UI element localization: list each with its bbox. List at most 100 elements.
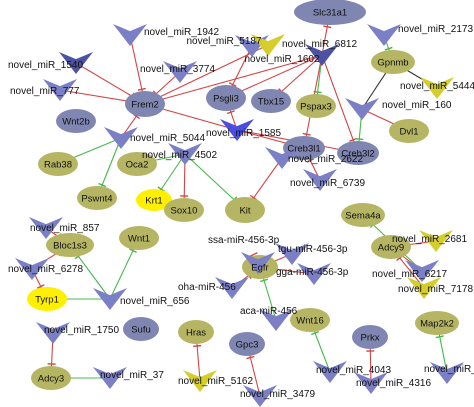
edge-cap-m5187-Psgli3	[228, 82, 237, 87]
mirna-node-m6278[interactable]	[15, 258, 49, 280]
mirna-node-m2173[interactable]	[367, 24, 401, 46]
gene-node-Slc31a1[interactable]	[294, 0, 366, 25]
gene-label-Adcy3: Adcy3	[38, 374, 64, 385]
mirna-label-m2622: novel_miR_2622	[288, 154, 363, 165]
gene-label-Oca2: Oca2	[126, 160, 149, 171]
mirna-node-m5886[interactable]	[430, 362, 464, 384]
gene-node-Psgli3[interactable]	[206, 85, 246, 111]
mirna-node-m4502[interactable]	[168, 143, 202, 165]
mirna-label-m1942: novel_miR_1942	[144, 27, 219, 38]
mirna-node-m5162[interactable]	[183, 370, 217, 392]
gene-node-Krt1[interactable]	[136, 189, 172, 211]
edge-cap-m656-Wnt1	[129, 248, 137, 253]
mirna-label-oha456: oha-miR-456	[178, 282, 236, 293]
mirna-node-m1942[interactable]	[113, 24, 147, 46]
mirna-node-m160[interactable]	[345, 98, 379, 120]
mirna-node-m6812[interactable]	[251, 34, 285, 56]
gene-node-Wnt2b[interactable]	[56, 109, 96, 133]
mirna-node-m6739[interactable]	[303, 169, 337, 191]
mirna-node-m1750[interactable]	[36, 322, 70, 344]
mirna-node-m1602[interactable]	[305, 44, 339, 66]
gene-node-Bloc1s3[interactable]	[46, 233, 94, 257]
gene-label-Kit: Kit	[239, 206, 250, 217]
mirna-label-m5187: novel_miR_5187	[186, 36, 261, 47]
gene-label-Wnt2b: Wnt2b	[62, 117, 89, 128]
mirna-node-aca456[interactable]	[259, 309, 293, 331]
gene-label-Sox10: Sox10	[171, 206, 198, 217]
mirna-label-m4502: novel_miR_4502	[142, 150, 217, 161]
mirna-node-m1585[interactable]	[220, 119, 254, 141]
mirna-node-m2622[interactable]	[265, 147, 299, 169]
gene-node-Sema4a[interactable]	[341, 203, 385, 227]
mirna-node-ssa456[interactable]	[241, 252, 275, 274]
gene-node-Rab38[interactable]	[38, 152, 78, 176]
edge-cap-m1602-Slc31a1	[323, 25, 332, 29]
gene-label-Psgli3: Psgli3	[213, 94, 239, 105]
mirna-node-m1540[interactable]	[59, 52, 93, 74]
mirna-label-m6812: novel_miR_6812	[282, 39, 357, 50]
mirna-label-m1585: novel_miR_1585	[206, 128, 281, 139]
mirna-node-m6217[interactable]	[405, 260, 439, 282]
mirna-node-oha456[interactable]	[215, 277, 249, 299]
mirna-node-m456_3p[interactable]	[275, 243, 309, 265]
gene-node-Hras[interactable]	[178, 320, 214, 344]
gene-node-Map2k2[interactable]	[415, 311, 459, 335]
gene-node-Tbx15[interactable]	[251, 89, 291, 113]
gene-label-Egfr: Egfr	[251, 263, 268, 274]
mirna-label-m777: novel_miR_777	[10, 86, 80, 97]
gene-node-Pspax3[interactable]	[296, 94, 336, 118]
mirna-node-gga456[interactable]	[297, 263, 331, 285]
mirna-node-m2681[interactable]	[419, 230, 453, 252]
gene-label-Sema4a: Sema4a	[345, 211, 381, 222]
mirna-node-m3479[interactable]	[243, 385, 277, 407]
gene-node-Tyrp1[interactable]	[27, 287, 67, 311]
gene-node-Dvl1[interactable]	[389, 119, 429, 143]
mirna-node-m7178[interactable]	[407, 277, 441, 299]
mirna-node-m777[interactable]	[43, 79, 77, 101]
gene-node-Oca2[interactable]	[117, 152, 157, 176]
edge-cap-m1602-Creb3l1	[302, 132, 311, 136]
mirna-label-m656: novel_miR_656	[120, 296, 190, 307]
mirna-node-m4316[interactable]	[354, 372, 388, 394]
mirna-label-m4316: novel_miR_4316	[356, 378, 431, 389]
gene-label-Hras: Hras	[186, 328, 206, 339]
gene-node-Prkx[interactable]	[352, 325, 388, 349]
gene-node-Adcy3[interactable]	[31, 366, 71, 390]
mirna-label-m5444: novel_miR_5444	[400, 81, 474, 92]
mirna-node-m4043[interactable]	[313, 361, 347, 383]
gene-node-Gpc3[interactable]	[229, 332, 265, 356]
gene-label-Gpc3: Gpc3	[236, 340, 259, 351]
gene-label-Wnt16: Wnt16	[296, 316, 323, 327]
gene-label-Tbx15: Tbx15	[258, 97, 284, 108]
gene-label-Frem2: Frem2	[131, 100, 158, 111]
mirna-node-m5444[interactable]	[420, 77, 454, 99]
gene-node-Sox10[interactable]	[164, 198, 204, 222]
mirna-node-m5044[interactable]	[104, 127, 138, 149]
mirna-node-m3774[interactable]	[163, 61, 197, 83]
edge-cap-m5886-Map2k2	[435, 335, 444, 339]
mirna-node-m656[interactable]	[93, 288, 127, 310]
edge-m1602-Frem2	[144, 54, 323, 105]
edge-cap-m1942-Frem2	[137, 87, 146, 91]
gene-node-Adcy9[interactable]	[371, 235, 411, 259]
mirna-label-m37: novel_miR_37	[100, 370, 164, 381]
mirna-node-m37[interactable]	[93, 367, 127, 389]
gene-node-Frem2[interactable]	[125, 91, 165, 117]
mirna-label-m5044: novel_miR_5044	[130, 133, 205, 144]
mirna-node-m857[interactable]	[29, 217, 63, 239]
gene-node-Kit[interactable]	[225, 197, 265, 223]
edge-cap-m5162-Hras	[193, 344, 202, 347]
mirna-label-m7178: novel_miR_7178	[398, 284, 473, 295]
gene-node-Sufu[interactable]	[123, 317, 159, 341]
gene-node-Creb3l2[interactable]	[337, 141, 379, 165]
mirna-label-m4043: novel_miR_4043	[316, 365, 391, 376]
mirna-label-m456_3p: tgu-miR-456-3p	[278, 244, 348, 255]
gene-node-Gpnmb[interactable]	[371, 50, 415, 74]
gene-node-Wnt16[interactable]	[290, 308, 330, 332]
mirna-label-m6217: novel_miR_6217	[372, 269, 447, 280]
mirna-label-m1602: novel_miR_1602	[244, 54, 319, 65]
gene-node-Wnt1[interactable]	[119, 226, 159, 250]
gene-node-Pswnt4[interactable]	[77, 186, 117, 210]
gene-label-Wnt1: Wnt1	[128, 234, 150, 245]
gene-label-Pspax3: Pspax3	[300, 102, 332, 113]
